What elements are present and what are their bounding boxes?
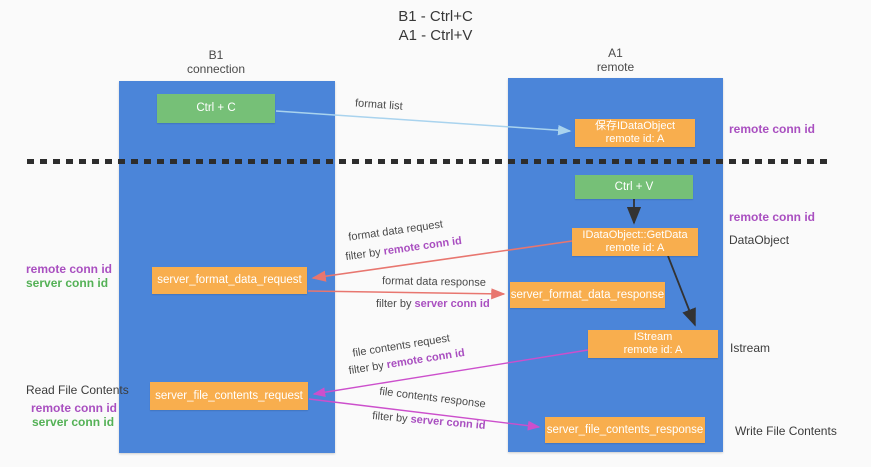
- format-data-response-label: format data response: [381, 275, 487, 289]
- right-column-name: A1: [608, 46, 623, 60]
- filter-by-prefix-4: filter by: [371, 410, 412, 426]
- title-line-1: B1 - Ctrl+C: [398, 8, 473, 25]
- left-remote-conn-id-top: remote conn id: [26, 262, 113, 276]
- format-data-response-filter-label: filter by server conn id: [376, 298, 490, 310]
- remote-conn-id-annotation-top: remote conn id: [729, 122, 816, 136]
- ctrl-v-label: Ctrl + V: [614, 180, 654, 193]
- ctrl-c-node: Ctrl + C: [157, 94, 275, 123]
- right-column-subtitle: remote: [596, 60, 635, 74]
- filter-server-conn-id-2: server conn id: [410, 413, 487, 432]
- read-file-contents-group: Read File Contents remote conn id server…: [26, 383, 129, 429]
- server-file-contents-response-node: server_file_contents_response: [545, 417, 705, 443]
- filter-by-prefix-3: filter by: [347, 359, 388, 378]
- right-column-header: A1 remote: [508, 46, 723, 74]
- server-format-data-response-node: server_format_data_response: [510, 282, 665, 308]
- filter-remote-conn-id-1: remote conn id: [382, 234, 463, 258]
- file-contents-response-label: file contents response: [378, 385, 487, 411]
- diagram-title: B1 - Ctrl+C A1 - Ctrl+V: [0, 7, 871, 45]
- server-format-data-request-label: server_format_data_request: [157, 274, 302, 286]
- dataobject-annotation: DataObject: [729, 233, 790, 247]
- left-server-conn-id-top: server conn id: [26, 276, 109, 290]
- filter-by-prefix-2: filter by: [376, 298, 415, 310]
- server-file-contents-request-node: server_file_contents_request: [150, 382, 308, 410]
- dashed-separator-line: [27, 159, 833, 164]
- server-format-data-response-label: server_format_data_response: [510, 288, 665, 301]
- getdata-line2: remote id: A: [605, 242, 665, 254]
- read-file-contents-annotation: Read File Contents: [26, 383, 129, 397]
- istream-node: IStream remote id: A: [588, 330, 718, 358]
- idataobject-getdata-node: IDataObject::GetData remote id: A: [572, 228, 698, 256]
- remote-conn-id-annotation-mid: remote conn id: [729, 210, 816, 224]
- format-data-response-arrow: [307, 288, 506, 300]
- left-remote-conn-id-bottom: remote conn id: [31, 401, 118, 415]
- istream-annotation: Istream: [730, 341, 771, 355]
- server-file-contents-response-label: server_file_contents_response: [546, 423, 704, 436]
- save-idataobject-line1: 保存IDataObject: [594, 120, 676, 132]
- left-column-subtitle: connection: [186, 62, 246, 76]
- format-list-label: format list: [354, 97, 404, 113]
- ctrl-v-node: Ctrl + V: [575, 175, 693, 199]
- getdata-line1: IDataObject::GetData: [582, 229, 688, 241]
- istream-line2: remote id: A: [623, 344, 683, 356]
- title-line-2: A1 - Ctrl+V: [398, 27, 473, 44]
- file-contents-response-filter-label: filter by server conn id: [372, 410, 486, 432]
- server-format-data-request-node: server_format_data_request: [152, 267, 307, 294]
- filter-server-conn-id-1: server conn id: [414, 298, 490, 310]
- ctrl-c-label: Ctrl + C: [196, 102, 236, 114]
- save-idataobject-line2: remote id: A: [605, 133, 665, 145]
- left-column-header: B1 connection: [110, 48, 322, 76]
- server-file-contents-request-label: server_file_contents_request: [155, 389, 303, 402]
- left-column-name: B1: [208, 48, 224, 62]
- write-file-contents-annotation: Write File Contents: [735, 424, 837, 438]
- left-conn-id-annotations-top: remote conn id server conn id: [26, 262, 112, 290]
- save-idataobject-node: 保存IDataObject remote id: A: [575, 119, 695, 147]
- istream-line1: IStream: [633, 331, 673, 343]
- filter-by-prefix-1: filter by: [344, 245, 385, 264]
- left-server-conn-id-bottom: server conn id: [32, 415, 115, 429]
